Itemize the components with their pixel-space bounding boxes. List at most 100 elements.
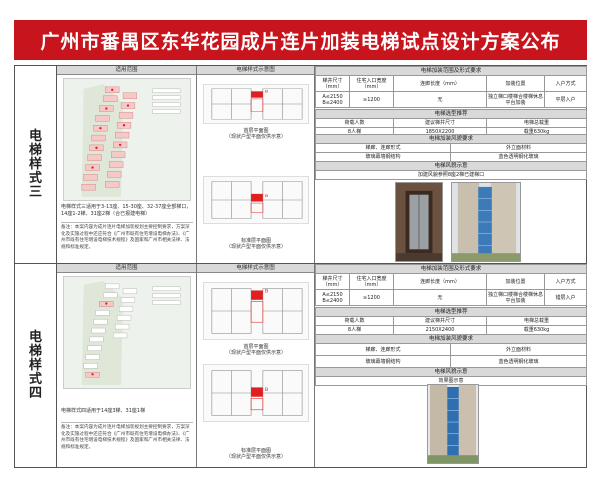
spec-position-value: 独立梯口楼梯合楼梯休息平台加装 (486, 91, 545, 108)
plan-column: 电梯样式示意图 B 首层平面图 （现状户型平面仅供示意） (197, 264, 315, 467)
remark-note: 备注：本案内容为成片连片电梯加装规划主要控制要求，方案深化及实施过程中还应符合《… (61, 222, 193, 251)
plan-caption-note: （现状户型平面仅供示意） (225, 350, 286, 356)
scope-note: 电梯样式四适用于14座3梯、31座1梯 (61, 408, 146, 414)
demo-caption: 加建风貌参照8座2梯已建梯口 (314, 170, 588, 180)
side-char: 式 (28, 371, 42, 387)
spec-entry-value: 平层入户 (544, 91, 587, 108)
plan-column: 电梯样式示意图 B 首层平面图 （现状户型平面仅供示意） (197, 66, 315, 263)
spec-shaft-b: B≤2400 (322, 297, 343, 304)
ground-plan-caption: 首层平面图 （现状户型平面仅供示意） (197, 128, 315, 140)
spec-width-value: ≥1200 (349, 289, 394, 306)
spec-head-width: 住宅入口宽度（mm） (349, 273, 394, 290)
model-head-size: 建议梯井尺寸 (393, 118, 487, 128)
style-form-value: 玻璃幕墙钢结构 (315, 355, 451, 368)
ground-plan-graphic: B (211, 288, 303, 334)
demo-header: 电梯风貌示意 (314, 161, 588, 171)
side-char: 样 (28, 357, 42, 373)
ground-plan-caption: 首层平面图 （现状户型平面仅供示意） (197, 344, 315, 356)
plan-caption-note: （现状户型平面仅供示意） (225, 454, 286, 460)
plan-caption-title: 标准层平面图 (240, 238, 271, 244)
spec-shaft-a: A≤2150 (322, 291, 343, 298)
page-title: 广州市番禺区东华花园成片连片加装电梯试点设计方案公布 (14, 20, 587, 60)
spec-table: 电梯加装范围及形式要求 梯井尺寸（mm） 住宅入口宽度（mm） 连廊长度（mm）… (315, 264, 587, 306)
notice-board: 电 梯 样 式 三 适用范围 (14, 65, 588, 468)
side-char: 样 (28, 156, 42, 172)
spec-head-shaft: 梯井尺寸（mm） (315, 273, 350, 290)
section-style-3: 电 梯 样 式 三 适用范围 (15, 66, 588, 264)
style-table: 电梯加装风貌要求 梯廊、连廊形式 外立面材料 玻璃幕墙钢结构 蓝色透明钢化玻璃 … (314, 334, 588, 386)
style-head-form: 梯廊、连廊形式 (315, 143, 451, 153)
standard-plan-graphic: B (211, 181, 303, 219)
elevator-photo-exterior (451, 182, 521, 262)
side-char: 电 (28, 128, 42, 144)
spec-column: 电梯加装范围及形式要求 梯井尺寸（mm） 住宅入口宽度（mm） 连廊长度（mm）… (314, 66, 588, 263)
style-table: 电梯加装风貌要求 梯廊、连廊形式 外立面材料 玻璃幕墙钢结构 蓝色透明钢化玻璃 … (314, 134, 588, 180)
plan-caption-title: 标准层平面图 (240, 448, 271, 454)
spec-column: 电梯加装范围及形式要求 梯井尺寸（mm） 住宅入口宽度（mm） 连廊长度（mm）… (314, 264, 588, 467)
spec-length-value: 无 (393, 289, 487, 306)
remark-note: 备注：本案内容为成片连片电梯加装规划主要控制要求，方案深化及实施过程中还应符合《… (61, 422, 193, 451)
spec-head-width: 住宅入口宽度（mm） (349, 75, 394, 92)
ground-plan-graphic: B (211, 88, 303, 120)
side-char: 四 (28, 385, 42, 401)
scope-column: 适用范围 (57, 66, 197, 263)
section-style-4: 电 梯 样 式 四 适用范围 (15, 264, 588, 467)
spec-header: 电梯加装范围及形式要求 (315, 264, 587, 274)
site-map (63, 78, 191, 201)
style-form-value: 玻璃幕墙钢结构 (315, 152, 451, 162)
spec-head-position: 加装位置 (486, 273, 545, 290)
spec-head-length: 连廊长度（mm） (393, 75, 487, 92)
plan-caption-note: （现状户型平面仅供示意） (225, 244, 286, 250)
standard-plan-graphic: B (211, 370, 303, 416)
model-head-weight: 电梯总载重 (485, 118, 588, 128)
photo-exterior-graphic (452, 183, 520, 261)
side-char: 式 (28, 170, 42, 186)
svg-text:B: B (265, 90, 269, 94)
elevator-render (427, 384, 479, 464)
plan-caption-note: （现状户型平面仅供示意） (225, 134, 286, 140)
svg-text:B: B (265, 387, 268, 393)
scope-header: 适用范围 (57, 264, 196, 273)
demo-header: 电梯风貌示意 (314, 367, 588, 377)
style-material-value: 蓝色透明钢化玻璃 (449, 152, 588, 162)
model-header: 电梯选型推荐 (314, 109, 588, 119)
site-map (63, 276, 191, 389)
side-char: 梯 (28, 343, 42, 359)
spec-head-length: 连廊长度（mm） (393, 273, 487, 290)
plan-header: 电梯样式示意图 (197, 66, 314, 75)
side-label-text: 电 梯 样 式 四 (28, 330, 42, 401)
spec-shaft-a: A≤2150 (322, 93, 343, 100)
spec-head-position: 加装位置 (486, 75, 545, 92)
spec-width-value: ≥1200 (349, 91, 394, 108)
model-table: 电梯选型推荐 荷载人数 建议梯井尺寸 电梯总载重 8人梯 1850X2200 载… (314, 109, 588, 137)
ground-floor-plan: B (203, 282, 309, 340)
spec-table: 电梯加装范围及形式要求 梯井尺寸（mm） 住宅入口宽度（mm） 连廊长度（mm）… (315, 66, 587, 108)
svg-text:B: B (265, 288, 268, 294)
plan-caption-title: 首层平面图 (243, 128, 269, 134)
model-head-riders: 荷载人数 (315, 118, 394, 128)
style-material-value: 蓝色透明钢化玻璃 (449, 355, 588, 368)
style-head-material: 外立面材料 (449, 343, 588, 356)
model-header: 电梯选型推荐 (314, 307, 588, 317)
scope-header: 适用范围 (57, 66, 196, 75)
scope-note: 电梯样式三适用于3-13座、15-30座、32-37座全部梯口，14座1-2梯、… (61, 204, 192, 217)
side-char: 梯 (28, 142, 42, 158)
spec-head-entry: 入户方式 (544, 75, 587, 92)
spec-head-shaft: 梯井尺寸（mm） (315, 75, 350, 92)
scope-column: 适用范围 (57, 264, 197, 467)
svg-text:B: B (265, 193, 268, 198)
spec-head-entry: 入户方式 (544, 273, 587, 290)
plan-caption-title: 首层平面图 (243, 344, 269, 350)
spec-position-value: 独立梯口楼梯合楼梯休息平台加装 (486, 289, 545, 306)
style-header: 电梯加装风貌要求 (314, 134, 588, 144)
site-map-graphic (64, 277, 190, 388)
site-map-graphic (64, 79, 190, 200)
spec-entry-value: 错层入户 (544, 289, 587, 306)
model-head-riders: 荷载人数 (315, 316, 394, 326)
section-side-label: 电 梯 样 式 四 (15, 264, 57, 467)
plan-header: 电梯样式示意图 (197, 264, 314, 273)
render-graphic (428, 385, 478, 463)
standard-floor-plan: B (203, 364, 309, 422)
spec-length-value: 无 (393, 91, 487, 108)
